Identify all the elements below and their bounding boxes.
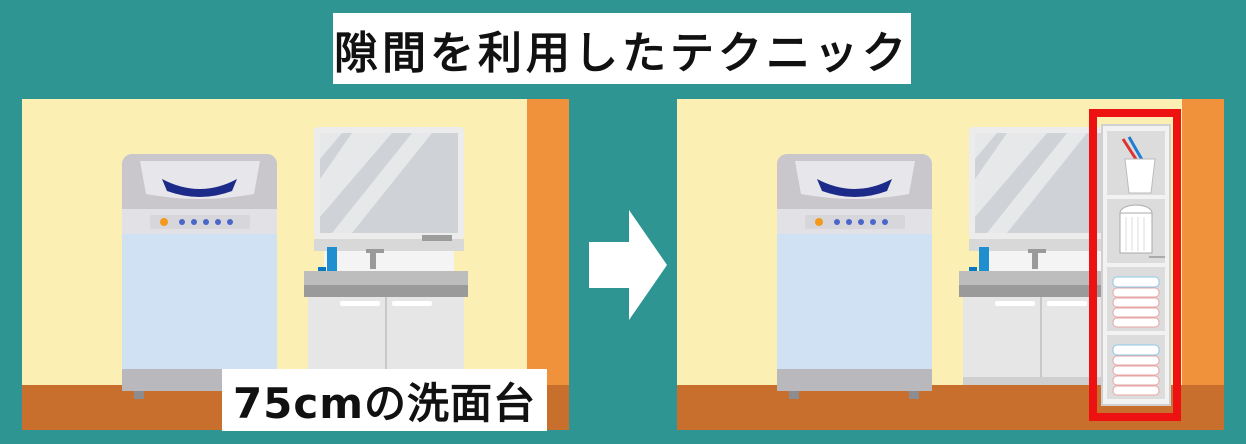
page-title: 隙間を利用したテクニック [334, 27, 910, 79]
toothbrush-cup-icon [1121, 136, 1156, 194]
after-scene [677, 99, 1224, 430]
vanity-sink-icon [304, 127, 468, 385]
title-banner: 隙間を利用したテクニック [333, 13, 911, 84]
caption-banner: 75cmの洗面台 [222, 369, 547, 431]
vanity-width-caption: 75cmの洗面台 [232, 378, 537, 428]
vanity-sink-icon [959, 127, 1123, 385]
washing-machine-icon [122, 154, 277, 399]
folded-towels-icon [1112, 276, 1160, 328]
after-illustration [677, 99, 1224, 430]
folded-towels-icon [1112, 344, 1160, 396]
right-arrow-icon [589, 210, 667, 320]
cotton-swab-jar-icon [1119, 204, 1165, 258]
orange-pillar [1182, 99, 1224, 430]
highlight-frame [1089, 109, 1181, 421]
washing-machine-icon [777, 154, 932, 399]
